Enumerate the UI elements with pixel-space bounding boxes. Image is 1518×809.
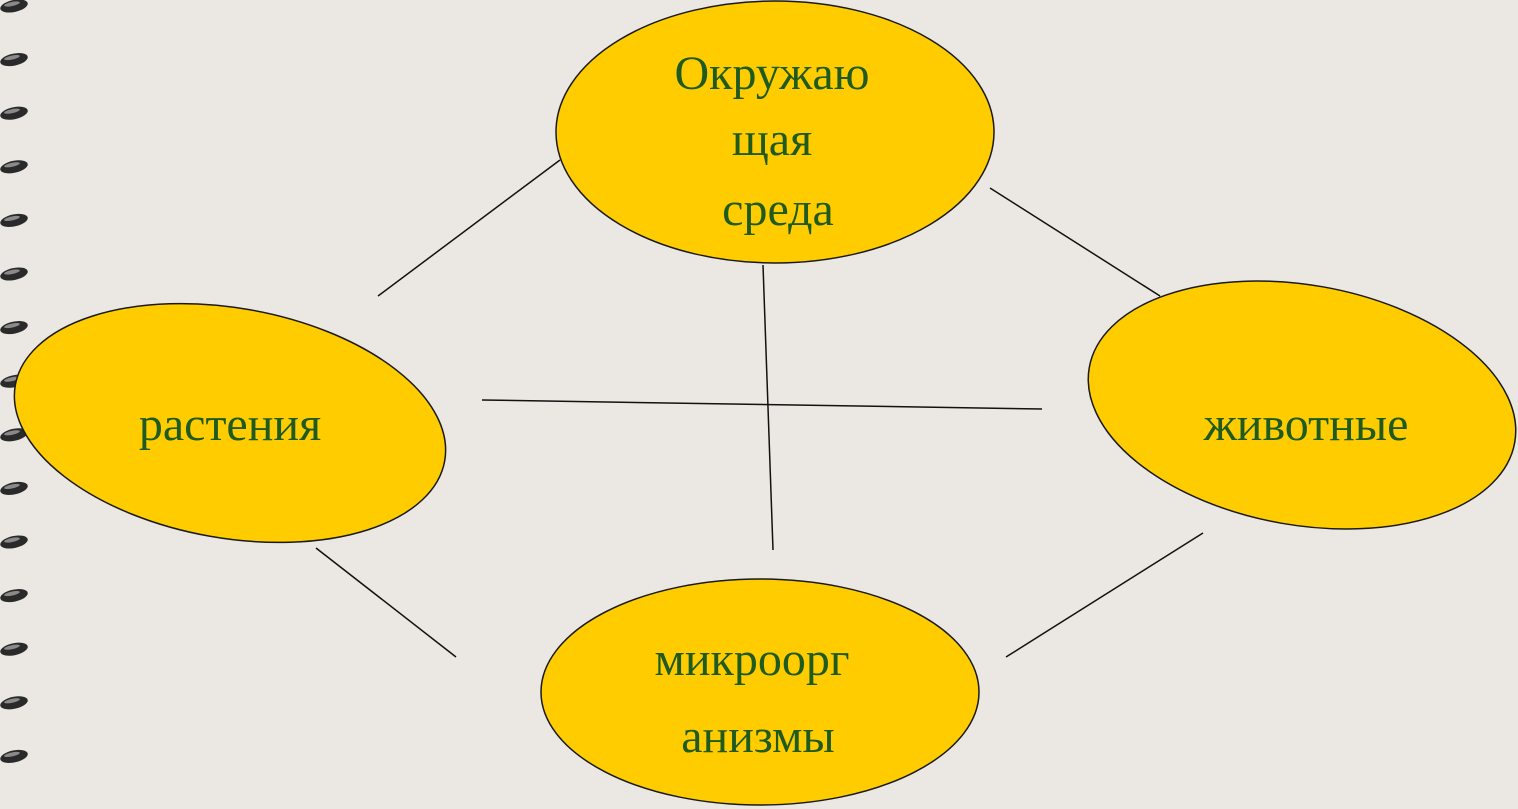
node-plants-label: растения	[139, 398, 321, 451]
node-environment-shape	[555, 0, 995, 264]
node-environment-label: Окружаю щая среда	[674, 47, 881, 236]
connector-animals-microorganisms	[1005, 532, 1204, 658]
node-environment: Окружаю щая среда	[555, 0, 995, 264]
binding-ring	[0, 0, 28, 13]
binding-ring	[0, 642, 28, 656]
binding-ring	[0, 696, 28, 710]
node-microorganisms-line-1: микроорг	[654, 633, 849, 686]
connector-plants-microorganisms	[315, 547, 457, 658]
binding-ring	[0, 535, 28, 549]
binding-ring	[0, 589, 28, 603]
binding-ring	[0, 749, 28, 763]
node-plants-line-1: растения	[139, 398, 321, 451]
node-animals: животные	[1087, 280, 1517, 530]
node-environment-line-1: Окружаю	[674, 47, 869, 100]
connector-environment-animals	[989, 187, 1161, 297]
node-environment-line-3: среда	[722, 183, 834, 236]
node-microorganisms-line-2: анизмы	[681, 710, 835, 763]
binding-ring	[0, 321, 28, 335]
node-microorganisms: микроорг анизмы	[540, 578, 980, 806]
connector-environment-microorganisms	[762, 264, 774, 551]
binding-ring	[0, 213, 28, 227]
binding-ring	[0, 106, 28, 120]
node-animals-line-1: животные	[1203, 398, 1409, 451]
connector-plants-animals	[481, 399, 1043, 410]
connector-plants-environment	[377, 159, 561, 297]
binding-ring	[0, 481, 28, 495]
binding-ring	[0, 160, 28, 174]
node-animals-label: животные	[1203, 398, 1409, 451]
node-microorganisms-label: микроорг анизмы	[654, 633, 861, 763]
node-plants: растения	[13, 302, 447, 544]
node-environment-line-2: щая	[732, 113, 812, 166]
notebook-binding	[0, 0, 28, 763]
binding-ring	[0, 267, 28, 281]
node-microorganisms-shape	[540, 578, 980, 806]
binding-ring	[0, 428, 28, 442]
node-plants-shape	[13, 302, 447, 544]
binding-ring	[0, 53, 28, 67]
node-animals-shape	[1087, 280, 1517, 530]
